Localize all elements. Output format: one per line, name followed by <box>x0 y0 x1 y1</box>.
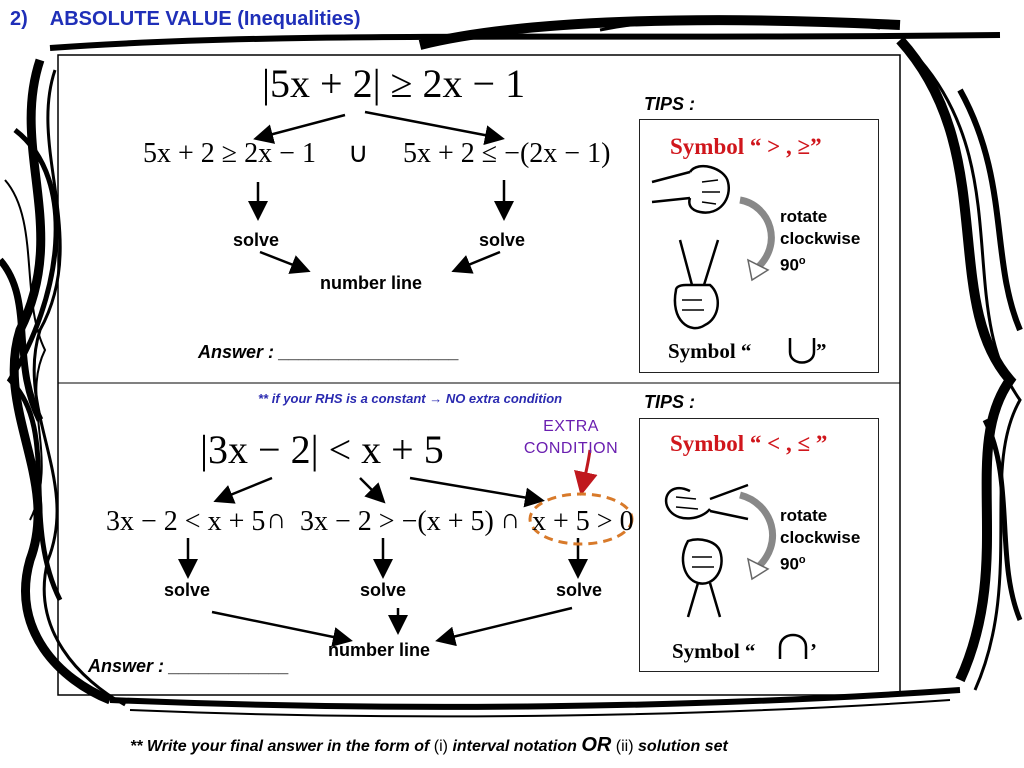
footer-or: OR <box>581 734 612 756</box>
tips-1-rotate-text: rotate clockwise 90o <box>780 206 860 277</box>
top-main-inequality: |5x + 2| ≥ 2x − 1 <box>262 61 526 106</box>
top-solve-2: solve <box>479 230 526 250</box>
constant-rhs-note: ** if your RHS is a constant → NO extra … <box>258 391 563 406</box>
intersect-symbol-1: ∩ <box>266 504 287 535</box>
tips-1-title: Symbol “ > , ≥” <box>670 134 822 159</box>
tips-2-rotate-line-3: 90o <box>780 549 860 576</box>
bottom-main-inequality: |3x − 2| < x + 5 <box>200 427 444 472</box>
section-number: 2) <box>10 8 28 30</box>
tips-2-title: Symbol “ < , ≤ ” <box>670 431 828 456</box>
tips-label-1: TIPS : <box>644 94 696 114</box>
tips-label-2: TIPS : <box>644 392 696 412</box>
bottom-answer-line: Answer : ____________ <box>88 656 290 676</box>
union-symbol: ∪ <box>348 138 369 169</box>
tips-2-rotate-line-2: clockwise <box>780 528 861 547</box>
bottom-number-line: number line <box>328 640 431 660</box>
footer-prefix: ** Write your final answer in the form o… <box>130 738 430 755</box>
bottom-solve-3: solve <box>556 580 603 600</box>
union-cup-icon <box>788 338 816 364</box>
footer-instruction: ** Write your final answer in the form o… <box>130 734 728 757</box>
tips-1-symbol-label: Symbol “ <box>668 339 752 363</box>
section-heading: 2) ABSOLUTE VALUE (Inequalities) <box>10 8 361 31</box>
top-case-1: 5x + 2 ≥ 2x − 1 <box>143 138 316 169</box>
footer-ii: (ii) <box>615 738 634 755</box>
extra-condition-line-2: CONDITION <box>523 440 619 457</box>
top-solve-1: solve <box>233 230 280 250</box>
tips-2-degree-mark: o <box>798 554 806 566</box>
hand-sign-less-icon <box>664 483 808 659</box>
tips-1-symbol-close: ” <box>816 339 827 363</box>
tips-1-rotate-line-2: clockwise <box>780 229 861 248</box>
tips-1-rotate-line-1: rotate <box>780 207 828 226</box>
hand-sign-greater-icon <box>651 164 816 364</box>
tips-2-rotate-line-1: rotate <box>780 506 828 525</box>
bottom-case-1: 3x − 2 < x + 5 <box>106 506 266 537</box>
intersect-symbol-2: ∩ <box>500 504 521 535</box>
bottom-case-3: x + 5 > 0 <box>532 506 634 537</box>
bottom-solve-1: solve <box>164 580 211 600</box>
top-number-line: number line <box>320 273 423 293</box>
footer-set: solution set <box>638 738 728 755</box>
section-title: ABSOLUTE VALUE (Inequalities) <box>49 8 361 30</box>
tips-2-degree-value: 90 <box>780 554 799 574</box>
tips-box-1: Symbol “ > , ≥” rotate clockwise 90o Sym… <box>639 119 879 373</box>
top-answer-line: Answer : __________________ <box>198 342 460 362</box>
bottom-solve-2: solve <box>360 580 407 600</box>
bottom-case-2: 3x − 2 > −(x + 5) <box>300 506 494 537</box>
footer-interval: interval notation <box>452 738 577 755</box>
tips-2-symbol-close: ’ <box>810 639 817 663</box>
footer-i: (i) <box>433 738 448 755</box>
tips-1-degree-mark: o <box>798 255 806 267</box>
tips-2-symbol-label: Symbol “ <box>672 639 756 663</box>
intersect-cap-icon <box>778 633 808 659</box>
tips-1-rotate-line-3: 90o <box>780 250 860 277</box>
tips-2-rotate-text: rotate clockwise 90o <box>780 505 860 576</box>
top-case-2: 5x + 2 ≤ −(2x − 1) <box>403 138 611 169</box>
tips-1-degree-value: 90 <box>780 255 799 275</box>
extra-condition-label: EXTRA CONDITION <box>506 416 636 460</box>
tips-box-2: Symbol “ < , ≤ ” rotate clockwise 90o Sy… <box>639 418 879 672</box>
extra-condition-line-1: EXTRA <box>543 418 599 435</box>
